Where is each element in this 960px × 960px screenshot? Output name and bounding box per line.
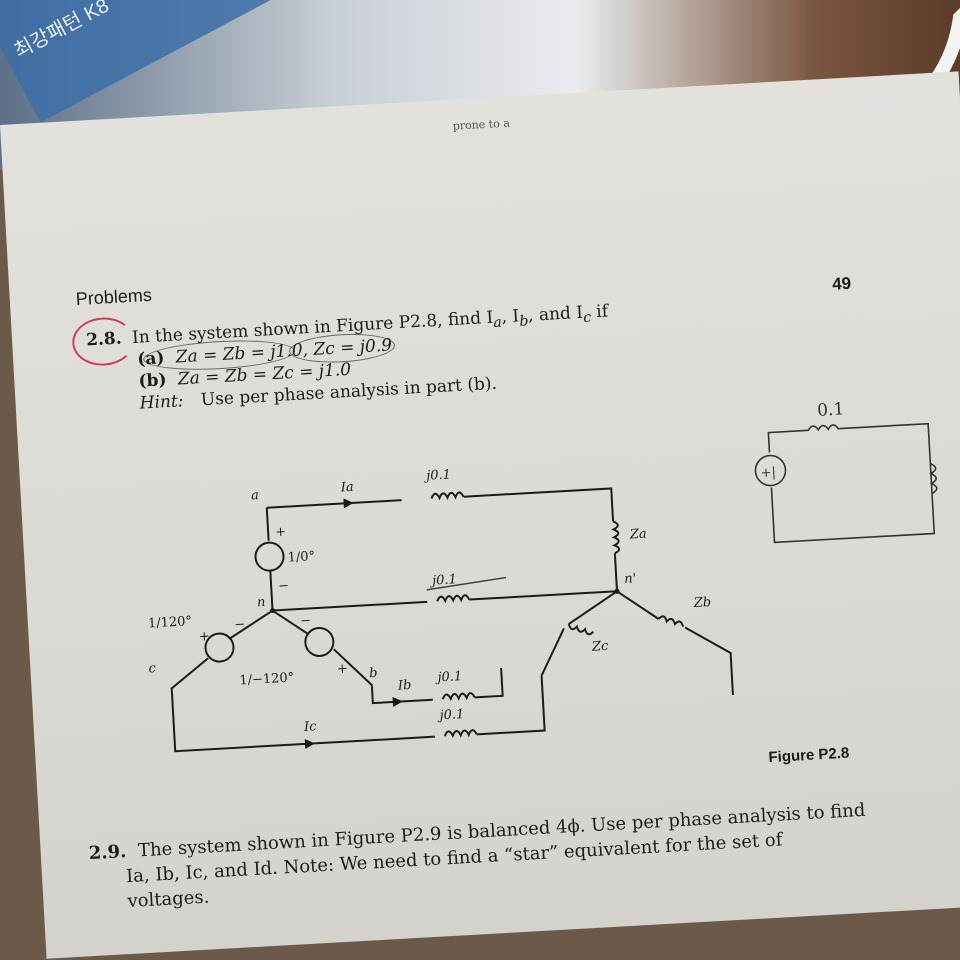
label-node-c: c [148,661,157,676]
label-node-a: a [251,488,260,503]
wire-b-line [333,648,433,705]
wire-nprime-zc [568,590,618,625]
sketch-resistor-label: 0.1 [817,399,845,420]
arrow-ib [392,696,403,707]
arrow-ic [304,738,316,749]
stem-end: if [590,301,609,323]
source-va [254,541,285,572]
sketch-inductor [929,462,938,495]
wire-zb-right [684,626,734,696]
circuit-diagram: a n c b n' Ia Ib Ic Za Zb Zc j0.1 j0.1 j… [148,467,734,753]
red-circle-annotation [70,315,136,368]
problem-2-9: 2.9. The system shown in Figure P2.9 is … [88,793,951,916]
inductor-za [611,520,621,555]
minus-vc: − [234,617,246,633]
wire-neutral-right [469,590,618,601]
label-j-mid: j0.1 [434,669,463,686]
wire-bottom-right [476,675,546,736]
inductor-zc [567,623,594,636]
wire-za-to-nprime [613,553,618,592]
inductor-mid [441,692,476,702]
inductor-zb [657,615,685,627]
label-zb: Zb [692,595,711,611]
node-nprime-dot [614,588,620,594]
label-ia: Ia [339,480,354,496]
wire-zc-end [540,627,565,677]
label-j-top: j0.1 [423,467,452,484]
sketch-loop [767,422,936,544]
label-source-va: 1/0° [287,549,315,566]
inductor-bottom [443,729,478,739]
source-vc [204,632,235,663]
wire-n-to-vc [228,609,274,640]
textbook-page: prone to a 49 Problems 2.8. In the syste… [0,71,960,959]
minus-va: − [278,579,290,595]
node-n-dot [270,608,276,614]
figure-caption: Figure P2.8 [768,744,850,767]
hint-label: Hint: [139,391,185,414]
label-node-n: n [257,595,266,610]
stem-tail: , and I [527,302,584,326]
inductor-top [430,491,465,501]
plus-vc: + [198,629,210,645]
handwritten-sketch: 0.1 +| [754,399,938,544]
problem-number-2-9: 2.9. [88,841,127,865]
wire-a-line [266,499,402,509]
label-zc: Zc [591,639,610,655]
label-ib: Ib [397,678,412,694]
wire-nprime-zb [616,590,660,620]
label-source-vc: 1/120° [148,614,193,631]
pen-strike [426,576,507,591]
wire-top-right [463,487,615,522]
stem-sub-a: a [492,314,503,332]
page-number: 49 [831,273,852,294]
bleed-through-text: prone to a [452,116,511,133]
plus-vb: + [337,661,349,677]
wire-a-to-va [265,507,270,541]
label-za: Za [628,527,647,543]
part-b-label: (b) [137,370,168,392]
sketch-source-symbol: +| [760,465,776,481]
problem-2-9-line3: voltages. [126,886,210,913]
wire-mid-right [474,667,504,699]
wire-n-to-vb [271,609,310,636]
source-vb [304,626,335,657]
inductor-neutral [436,594,471,604]
minus-vb: − [300,613,312,629]
label-j-bottom: j0.1 [436,707,465,724]
sketch-source [754,454,787,487]
label-ic: Ic [303,719,318,735]
label-j-neutral: j0.1 [429,572,458,589]
section-title: Problems [75,284,153,310]
label-node-b: b [369,666,378,681]
label-node-nprime: n' [624,571,637,587]
plus-va: + [275,525,287,541]
wire-va-to-n [269,570,274,611]
wire-neutral-left [272,600,428,612]
label-source-vb: 1/−120° [239,670,295,688]
arrow-ia [343,498,354,509]
